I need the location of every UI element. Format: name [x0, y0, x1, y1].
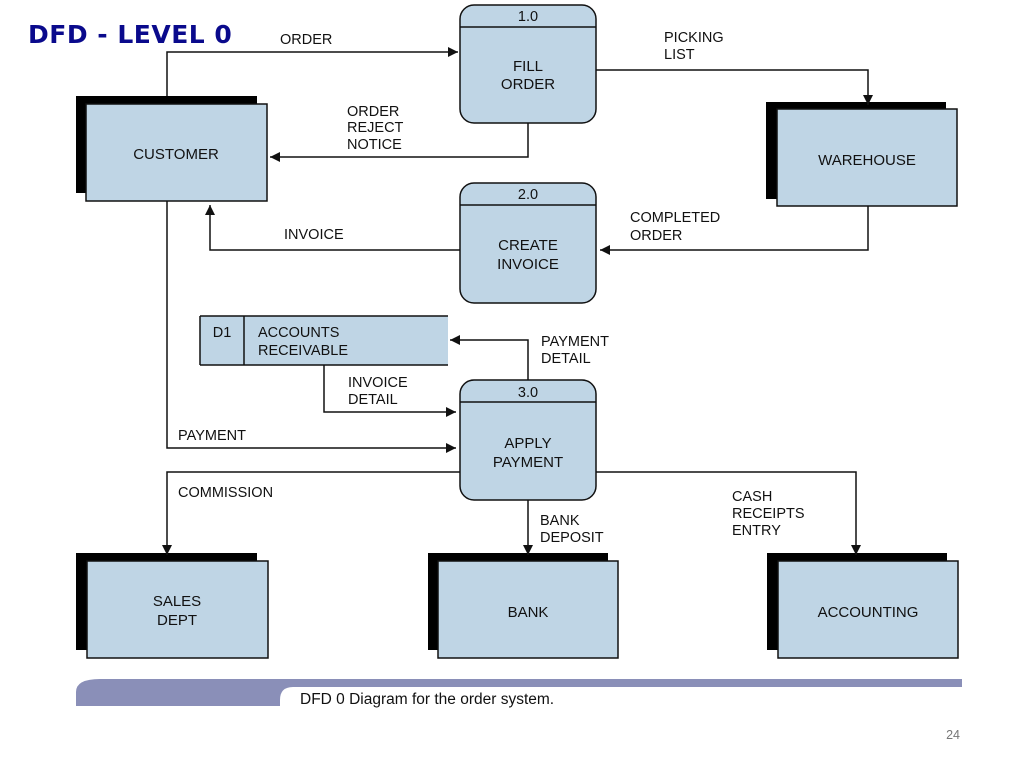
process-2-name-1: CREATE: [498, 237, 558, 254]
entity-sales-label-1: SALES: [153, 593, 201, 610]
flow-label-invoice-detail-2: DETAIL: [348, 392, 398, 408]
flow-order-reject: [270, 123, 529, 162]
flow-label-invoice: INVOICE: [284, 227, 344, 243]
process-2-number: 2.0: [518, 187, 538, 203]
flow-label-payment: PAYMENT: [178, 428, 246, 444]
entity-accounting: ACCOUNTING: [767, 553, 959, 659]
flow-invoice: [205, 205, 460, 251]
caption-bar: [76, 679, 962, 706]
flow-payment: [166, 201, 456, 453]
flow-label-bank-deposit-2: DEPOSIT: [540, 530, 604, 546]
flow-label-picking-2: LIST: [664, 47, 695, 63]
flow-cash-receipts: [596, 471, 861, 555]
flow-label-reject-2: REJECT: [347, 120, 404, 136]
figure-caption: DFD 0 Diagram for the order system.: [300, 691, 554, 708]
flow-label-picking-1: PICKING: [664, 30, 724, 46]
slide-title: DFD - LEVEL 0: [28, 20, 233, 49]
flow-label-reject-1: ORDER: [347, 104, 399, 120]
process-1-number: 1.0: [518, 9, 538, 25]
process-fill-order: 1.0 FILL ORDER: [459, 4, 597, 124]
process-3-number: 3.0: [518, 385, 538, 401]
entity-bank: BANK: [428, 553, 619, 659]
entity-bank-label: BANK: [508, 604, 549, 621]
flow-label-bank-deposit-1: BANK: [540, 513, 580, 529]
data-store-accounts-receivable: D1 ACCOUNTS RECEIVABLE: [199, 315, 448, 366]
flow-label-cash-2: RECEIPTS: [732, 506, 805, 522]
entity-warehouse: WAREHOUSE: [766, 102, 958, 207]
process-apply-payment: 3.0 APPLY PAYMENT: [459, 379, 597, 501]
flow-label-completed-2: ORDER: [630, 228, 682, 244]
flow-label-reject-3: NOTICE: [347, 137, 402, 153]
data-flows: [162, 47, 873, 555]
flow-label-commission: COMMISSION: [178, 485, 273, 501]
entity-customer-label: CUSTOMER: [133, 146, 219, 163]
process-1-name-1: FILL: [513, 58, 543, 75]
process-3-name-2: PAYMENT: [493, 454, 563, 471]
flow-completed-order: [600, 206, 869, 255]
data-store-name-2: RECEIVABLE: [258, 343, 348, 359]
flow-payment-detail: [450, 335, 529, 380]
process-create-invoice: 2.0 CREATE INVOICE: [459, 182, 597, 304]
flow-label-invoice-detail-1: INVOICE: [348, 375, 408, 391]
entity-sales-label-2: DEPT: [157, 612, 197, 629]
entity-accounting-label: ACCOUNTING: [818, 604, 919, 621]
flow-label-cash-1: CASH: [732, 489, 772, 505]
flow-order: [166, 47, 458, 96]
flow-label-payment-detail-2: DETAIL: [541, 351, 591, 367]
flow-label-completed-1: COMPLETED: [630, 210, 720, 226]
process-1-name-2: ORDER: [501, 76, 555, 93]
entity-sales-dept: SALES DEPT: [76, 553, 269, 659]
process-2-name-2: INVOICE: [497, 256, 559, 273]
flow-invoice-detail: [323, 365, 456, 417]
flow-label-order: ORDER: [280, 32, 332, 48]
data-store-id: D1: [213, 325, 232, 341]
flow-commission: [162, 471, 460, 555]
flow-picking-list: [596, 69, 873, 105]
process-3-name-1: APPLY: [504, 435, 551, 452]
entity-customer: CUSTOMER: [76, 96, 268, 202]
flow-label-cash-3: ENTRY: [732, 523, 781, 539]
data-store-name-1: ACCOUNTS: [258, 325, 339, 341]
page-number: 24: [946, 728, 960, 742]
flow-label-payment-detail-1: PAYMENT: [541, 334, 609, 350]
entity-warehouse-label: WAREHOUSE: [818, 152, 916, 169]
